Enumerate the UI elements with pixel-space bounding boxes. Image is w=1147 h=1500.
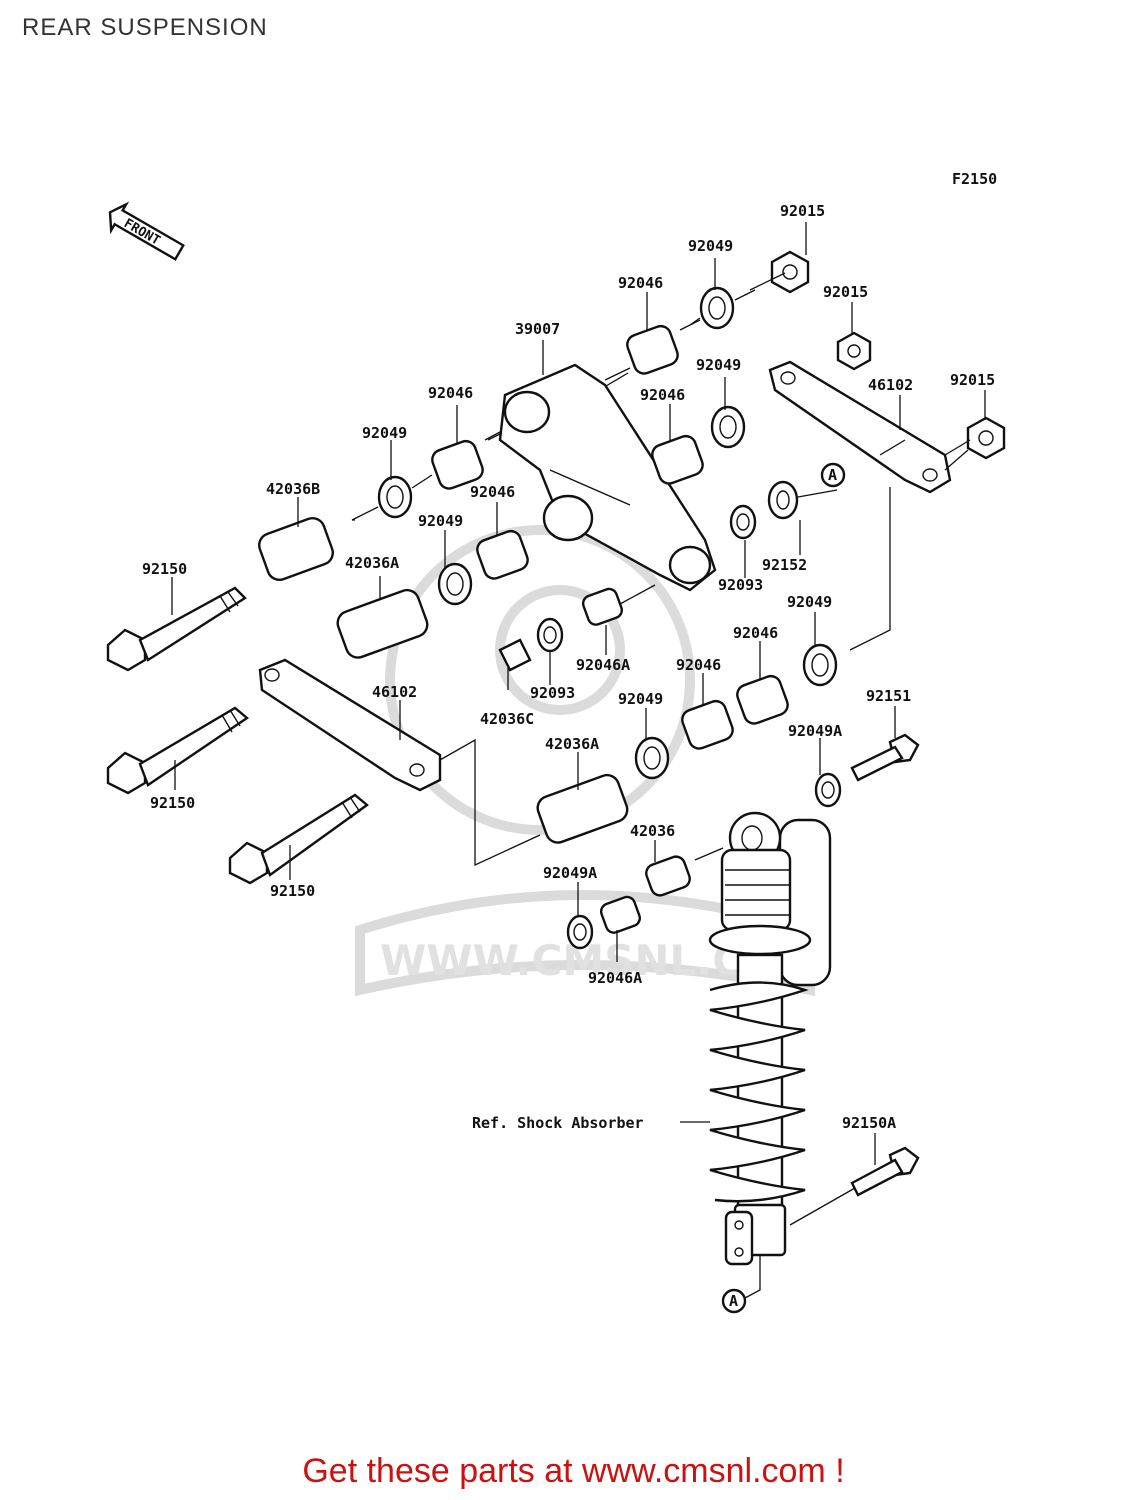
- seal-92049-2[interactable]: [710, 405, 746, 449]
- label-46102-2[interactable]: 46102: [372, 683, 417, 701]
- shock-absorber-part[interactable]: [708, 811, 832, 1266]
- label-92046A-1[interactable]: 92046A: [576, 656, 630, 674]
- label-42036C[interactable]: 42036C: [480, 710, 534, 728]
- bearing-92046-1[interactable]: [624, 323, 680, 376]
- label-92046A-2[interactable]: 92046A: [588, 969, 642, 987]
- label-92049-2[interactable]: 92049: [696, 356, 741, 374]
- label-92150-3[interactable]: 92150: [270, 882, 315, 900]
- collar-42036A-2[interactable]: [534, 772, 630, 846]
- ref-circle-a-top: A: [820, 462, 846, 488]
- ref-circle-a-bottom: A: [721, 1288, 747, 1314]
- rocker-arm-part[interactable]: [498, 363, 717, 592]
- label-46102-1[interactable]: 46102: [868, 376, 913, 394]
- label-92150A[interactable]: 92150A: [842, 1114, 896, 1132]
- collar-42036[interactable]: [644, 854, 693, 898]
- seal-92049-6[interactable]: [634, 736, 670, 780]
- bearing-92046A-1[interactable]: [581, 587, 624, 627]
- label-92049-1[interactable]: 92049: [688, 237, 733, 255]
- nut-92015-1[interactable]: [770, 250, 810, 294]
- bearing-92046-3[interactable]: [429, 438, 485, 491]
- label-92015-2[interactable]: 92015: [823, 283, 868, 301]
- washer-92152[interactable]: [767, 480, 799, 520]
- bolt-92150-1[interactable]: [106, 586, 247, 672]
- label-92046-3[interactable]: 92046: [640, 386, 685, 404]
- part-labels: 92015 92049 92046 92015 39007 92049 9204…: [142, 202, 995, 1132]
- seal-92049A-2[interactable]: [566, 914, 594, 950]
- label-92046-2[interactable]: 92046: [428, 384, 473, 402]
- label-92150-1[interactable]: 92150: [142, 560, 187, 578]
- label-42036B[interactable]: 42036B: [266, 480, 320, 498]
- label-92049A-2[interactable]: 92049A: [543, 864, 597, 882]
- label-92049A-1[interactable]: 92049A: [788, 722, 842, 740]
- bearing-92046A-2[interactable]: [599, 895, 642, 935]
- bolt-92151[interactable]: [850, 733, 920, 782]
- tie-rod-lower-part[interactable]: [258, 658, 442, 792]
- nut-92015-2[interactable]: [836, 331, 872, 371]
- leader-lines: [171, 222, 986, 1299]
- bearing-92046-6[interactable]: [679, 698, 735, 751]
- collar-92093-2[interactable]: [536, 617, 564, 653]
- seal-92049-1[interactable]: [699, 286, 735, 330]
- seal-92049A-1[interactable]: [814, 772, 842, 808]
- bolt-92150-2[interactable]: [106, 706, 249, 795]
- bearing-92046-5[interactable]: [734, 673, 790, 726]
- label-42036[interactable]: 42036: [630, 822, 675, 840]
- seal-92049-5[interactable]: [802, 643, 838, 687]
- figure-code: F2150: [952, 170, 997, 188]
- label-92049-3[interactable]: 92049: [362, 424, 407, 442]
- collar-42036B[interactable]: [256, 515, 336, 583]
- collar-92093-1[interactable]: [729, 504, 757, 540]
- label-92150-2[interactable]: 92150: [150, 794, 195, 812]
- bolt-92150A[interactable]: [850, 1146, 920, 1197]
- label-92151[interactable]: 92151: [866, 687, 911, 705]
- label-92046-4[interactable]: 92046: [470, 483, 515, 501]
- bearing-92046-2[interactable]: [649, 433, 705, 486]
- label-39007[interactable]: 39007: [515, 320, 560, 338]
- label-92049-5[interactable]: 92049: [787, 593, 832, 611]
- collar-42036C[interactable]: [498, 638, 532, 672]
- label-92046-1[interactable]: 92046: [618, 274, 663, 292]
- label-92046-5[interactable]: 92046: [733, 624, 778, 642]
- seal-92049-4[interactable]: [437, 562, 473, 606]
- seal-92049-3[interactable]: [377, 475, 413, 519]
- label-92093-2[interactable]: 92093: [530, 684, 575, 702]
- ref-a-bottom-label: A: [729, 1292, 738, 1310]
- label-ref-shock-absorber[interactable]: Ref. Shock Absorber: [472, 1114, 644, 1132]
- ref-a-top-label: A: [828, 466, 837, 484]
- collar-42036A-1[interactable]: [334, 587, 430, 661]
- label-92015-3[interactable]: 92015: [950, 371, 995, 389]
- label-92015-1[interactable]: 92015: [780, 202, 825, 220]
- label-42036A-1[interactable]: 42036A: [345, 554, 399, 572]
- label-92046-6[interactable]: 92046: [676, 656, 721, 674]
- label-92049-6[interactable]: 92049: [618, 690, 663, 708]
- nut-92015-3[interactable]: [966, 416, 1006, 460]
- tie-rod-upper-part[interactable]: [768, 360, 952, 494]
- label-92152[interactable]: 92152: [762, 556, 807, 574]
- label-92049-4[interactable]: 92049: [418, 512, 463, 530]
- bearing-92046-4[interactable]: [474, 528, 530, 581]
- page-title: REAR SUSPENSION: [22, 14, 268, 41]
- footer-cta-link[interactable]: Get these parts at www.cmsnl.com !: [302, 1452, 845, 1490]
- bolt-92150-3[interactable]: [228, 793, 369, 885]
- label-92093-1[interactable]: 92093: [718, 576, 763, 594]
- label-42036A-2[interactable]: 42036A: [545, 735, 599, 753]
- front-arrow-icon: FRONT: [108, 201, 185, 261]
